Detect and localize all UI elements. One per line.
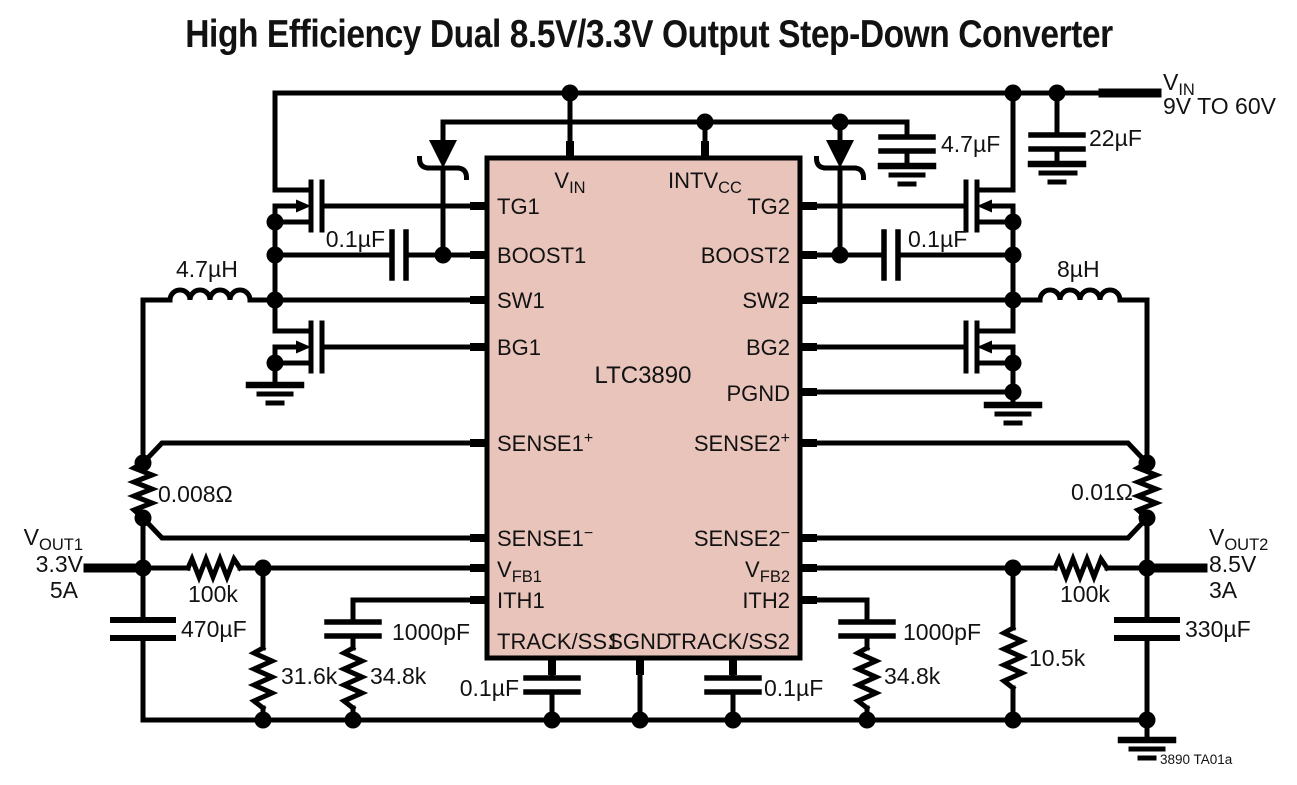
ic-pin-label-trackss1: TRACK/SS1 bbox=[497, 629, 619, 654]
label-resistor-34-8k-right: 34.8k bbox=[884, 663, 941, 689]
label-capacitor-ss2: 0.1µF bbox=[764, 675, 823, 701]
figure-footnote: 3890 TA01a bbox=[1160, 752, 1233, 767]
capacitor-boost1 bbox=[389, 229, 409, 281]
ground-symbol-m3 bbox=[245, 381, 305, 406]
label-capacitor-ss1: 0.1µF bbox=[460, 675, 519, 701]
ic-pin-label-sense1n: SENSE1− bbox=[497, 525, 593, 551]
ic-pin-label-boost1: BOOST1 bbox=[497, 243, 586, 268]
schematic-title: High Efficiency Dual 8.5V/3.3V Output St… bbox=[185, 12, 1113, 56]
ic-pin-label-tg2: TG2 bbox=[747, 194, 790, 219]
capacitor-boost2 bbox=[881, 229, 901, 281]
label-resistor-34-8k-left: 34.8k bbox=[370, 663, 427, 689]
ic-pin-label-sw1: SW1 bbox=[497, 288, 545, 313]
ic-pin-label-pgnd: PGND bbox=[726, 381, 790, 406]
label-resistor-31-6k: 31.6k bbox=[281, 663, 338, 689]
ic-pin-label-sw2: SW2 bbox=[742, 288, 790, 313]
ic-pin-label-vfb2: VFB2 bbox=[745, 557, 790, 586]
ground-symbol-intvcc-cap bbox=[877, 162, 937, 187]
capacitor-ss1 bbox=[523, 675, 581, 695]
label-capacitor-input: 22µF bbox=[1089, 125, 1142, 151]
ic-pin-label-sense2n: SENSE2− bbox=[694, 525, 790, 551]
svg-text:3A: 3A bbox=[1209, 577, 1238, 603]
svg-text:VOUT1: VOUT1 bbox=[24, 524, 83, 554]
ic-ltc3890: VIN INTVCC TG1 BOOST1 SW1 BG1 SENSE1+ SE… bbox=[470, 141, 817, 675]
capacitor-ith1 bbox=[324, 619, 382, 639]
label-capacitor-ith1: 1000pF bbox=[392, 619, 470, 645]
ic-body bbox=[484, 155, 803, 661]
label-capacitor-out1: 470µF bbox=[181, 616, 247, 642]
ic-part-number: LTC3890 bbox=[595, 362, 692, 389]
label-resistor-100k-right: 100k bbox=[1060, 581, 1110, 607]
label-resistor-10-5k: 10.5k bbox=[1029, 645, 1086, 671]
label-capacitor-boost1: 0.1µF bbox=[326, 226, 385, 252]
label-resistor-100k-left: 100k bbox=[188, 581, 238, 607]
ic-pin-label-bg1: BG1 bbox=[497, 335, 541, 360]
svg-text:VIN: VIN bbox=[1163, 69, 1195, 99]
inductor-l2 bbox=[1037, 287, 1123, 303]
vout1-terminal-label: VOUT1 3.3V 5A bbox=[24, 524, 84, 603]
resistor-100k-right bbox=[1051, 552, 1111, 584]
label-capacitor-boost2: 0.1µF bbox=[908, 226, 967, 252]
mosfet-top-left bbox=[272, 179, 325, 233]
capacitor-input bbox=[1028, 132, 1086, 152]
label-capacitor-intvcc: 4.7µF bbox=[941, 131, 1000, 157]
capacitor-out1 bbox=[110, 617, 176, 641]
ic-pin-label-intvcc: INTVCC bbox=[668, 168, 742, 197]
capacitor-ss2 bbox=[704, 675, 762, 695]
ic-pin-label-vin: VIN bbox=[554, 168, 585, 197]
junction-dots bbox=[134, 84, 1156, 729]
resistor-34-8k-left bbox=[337, 644, 369, 712]
capacitor-ith2 bbox=[838, 619, 896, 639]
label-capacitor-ith2: 1000pF bbox=[903, 619, 981, 645]
label-inductor-l2: 8µH bbox=[1057, 256, 1100, 282]
svg-text:8.5V: 8.5V bbox=[1209, 551, 1257, 577]
vin-terminal-label: VIN 9V TO 60V bbox=[1163, 69, 1277, 119]
ground-symbol-main bbox=[1117, 736, 1177, 761]
svg-text:5A: 5A bbox=[50, 577, 79, 603]
label-capacitor-out2: 330µF bbox=[1185, 616, 1251, 642]
ic-pin-label-sgnd: SGND bbox=[608, 629, 672, 654]
vout2-terminal-label: VOUT2 8.5V 3A bbox=[1209, 524, 1268, 603]
label-resistor-sense1: 0.008Ω bbox=[158, 481, 233, 507]
resistor-10-5k bbox=[997, 624, 1029, 692]
ground-symbol-input-cap bbox=[1027, 160, 1087, 185]
ic-pin-label-sense2p: SENSE2+ bbox=[694, 430, 790, 456]
ic-pin-label-bg2: BG2 bbox=[746, 335, 790, 360]
wires bbox=[139, 90, 1153, 743]
schottky-diode-left bbox=[416, 140, 470, 181]
inductor-l1 bbox=[167, 287, 253, 303]
svg-text:VOUT2: VOUT2 bbox=[1209, 524, 1268, 554]
ic-pin-label-boost2: BOOST2 bbox=[701, 243, 790, 268]
resistor-31-6k bbox=[247, 644, 279, 712]
label-resistor-sense2: 0.01Ω bbox=[1071, 479, 1133, 505]
svg-text:3.3V: 3.3V bbox=[36, 551, 84, 577]
ground-symbol-m4 bbox=[983, 401, 1043, 426]
ic-pin-label-ith2: ITH2 bbox=[742, 588, 790, 613]
ic-pin-label-trackss2: TRACK/SS2 bbox=[668, 629, 790, 654]
ic-pin-label-tg1: TG1 bbox=[497, 194, 540, 219]
label-inductor-l1: 4.7µH bbox=[176, 256, 238, 282]
ic-pin-label-vfb1: VFB1 bbox=[497, 557, 542, 586]
ic-pin-label-ith1: ITH1 bbox=[497, 588, 545, 613]
resistor-100k-left bbox=[184, 552, 244, 584]
resistor-34-8k-right bbox=[851, 644, 883, 712]
capacitor-out2 bbox=[1114, 617, 1180, 641]
schottky-diode-right bbox=[813, 140, 867, 181]
capacitor-intvcc bbox=[878, 134, 936, 154]
svg-text:9V TO 60V: 9V TO 60V bbox=[1163, 93, 1277, 119]
ic-pin-label-sense1p: SENSE1+ bbox=[497, 430, 593, 456]
